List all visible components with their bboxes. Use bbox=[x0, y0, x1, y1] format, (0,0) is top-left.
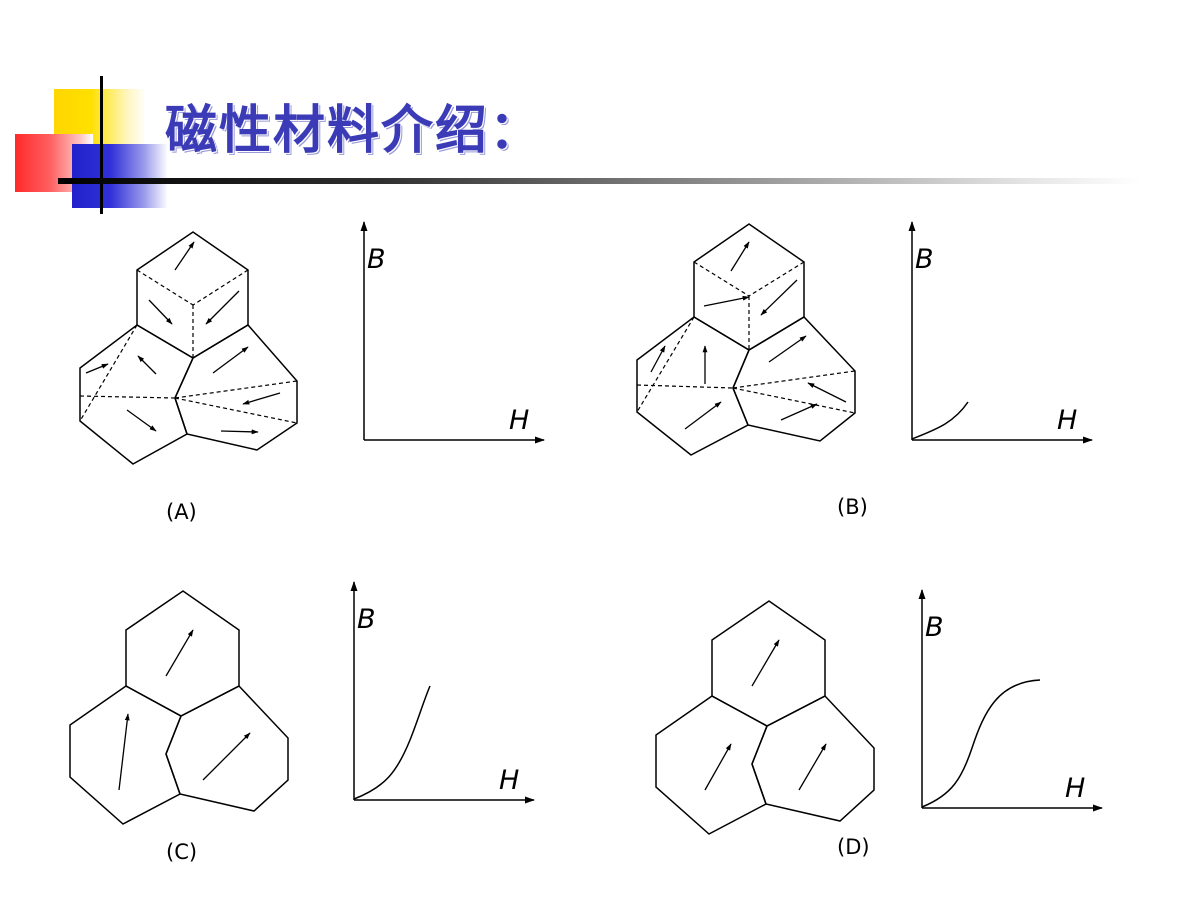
panel-c-bh-curve bbox=[353, 685, 431, 800]
panel-b-bh-graph bbox=[908, 221, 1093, 444]
panel-c-y-axis-label: B bbox=[357, 604, 376, 635]
panel-d-label: (D) bbox=[837, 835, 870, 859]
panel-d-magnetization-arrows bbox=[704, 639, 827, 791]
panel-a: B H (A) bbox=[79, 221, 545, 524]
panel-c-magnetization-arrows bbox=[118, 629, 251, 791]
title-rule bbox=[58, 178, 1140, 184]
panel-b-bh-curve bbox=[911, 401, 969, 440]
panel-d-y-axis-label: B bbox=[925, 612, 944, 643]
panel-a-bh-graph bbox=[360, 221, 545, 444]
panel-a-domain-walls bbox=[79, 269, 298, 424]
panel-a-x-axis-label: H bbox=[509, 405, 529, 436]
panel-c-label: (C) bbox=[166, 840, 197, 864]
panel-b-domain-walls bbox=[636, 261, 856, 414]
panel-c-bh-graph bbox=[350, 581, 535, 804]
panel-d-grains bbox=[655, 600, 875, 835]
panel-b-label: (B) bbox=[837, 495, 868, 519]
panel-c-grains bbox=[69, 590, 289, 825]
panel-b: B H (B) bbox=[636, 221, 1093, 519]
panel-b-x-axis-label: H bbox=[1057, 405, 1077, 436]
panel-a-grains bbox=[79, 231, 298, 465]
panel-d-x-axis-label: H bbox=[1065, 773, 1085, 804]
panel-b-y-axis-label: B bbox=[915, 244, 934, 275]
panel-b-magnetization-arrows bbox=[650, 241, 847, 430]
panel-b-grains bbox=[636, 223, 856, 456]
panel-c: B H (C) bbox=[69, 581, 535, 864]
panel-a-magnetization-arrows bbox=[85, 241, 281, 435]
panel-d-bh-graph bbox=[918, 589, 1103, 812]
slide-title: 磁性材料介绍： bbox=[165, 101, 544, 161]
panel-a-y-axis-label: B bbox=[367, 244, 386, 275]
deco-blue-square bbox=[72, 144, 168, 208]
deco-vertical-line bbox=[100, 76, 103, 214]
panel-d: B H (D) bbox=[655, 589, 1103, 859]
panel-a-label: (A) bbox=[166, 500, 197, 524]
panel-d-bh-curve bbox=[921, 679, 1041, 808]
panel-c-x-axis-label: H bbox=[499, 765, 519, 796]
